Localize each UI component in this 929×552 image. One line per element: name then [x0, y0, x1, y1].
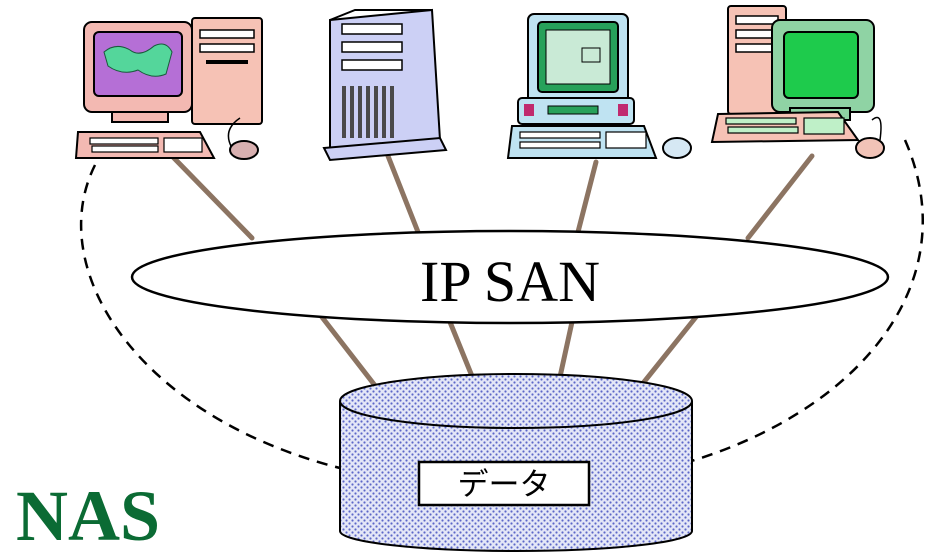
host-workstation-3[interactable]	[710, 5, 885, 159]
data-label: データ	[458, 467, 551, 503]
link-host-2	[385, 153, 421, 235]
link-storage-1	[315, 309, 383, 395]
link-host-4	[745, 153, 815, 241]
link-storage-4	[633, 309, 703, 395]
host-links	[169, 153, 815, 241]
nas-title: NAS	[16, 476, 160, 552]
server-tower-icon	[322, 8, 448, 162]
link-host-1	[169, 153, 255, 241]
desktop-computer-icon	[506, 13, 692, 159]
host-workstation-2[interactable]	[506, 13, 692, 159]
link-host-3	[575, 159, 599, 235]
host-workstation-1[interactable]	[74, 17, 263, 160]
desktop-computer-icon	[710, 5, 885, 159]
nas-arc-right	[611, 139, 924, 483]
storage-links	[315, 309, 703, 395]
ip-san-label: IP SAN	[420, 249, 600, 314]
storage-cylinder: データ	[339, 373, 693, 552]
host-server[interactable]	[322, 8, 448, 162]
ip-san-network: IP SAN	[130, 229, 890, 325]
desktop-computer-icon	[74, 17, 263, 160]
storage-top	[339, 373, 693, 429]
ip-san-ellipse	[130, 229, 890, 325]
nas-arc-left	[79, 164, 395, 483]
data-box	[417, 460, 591, 507]
